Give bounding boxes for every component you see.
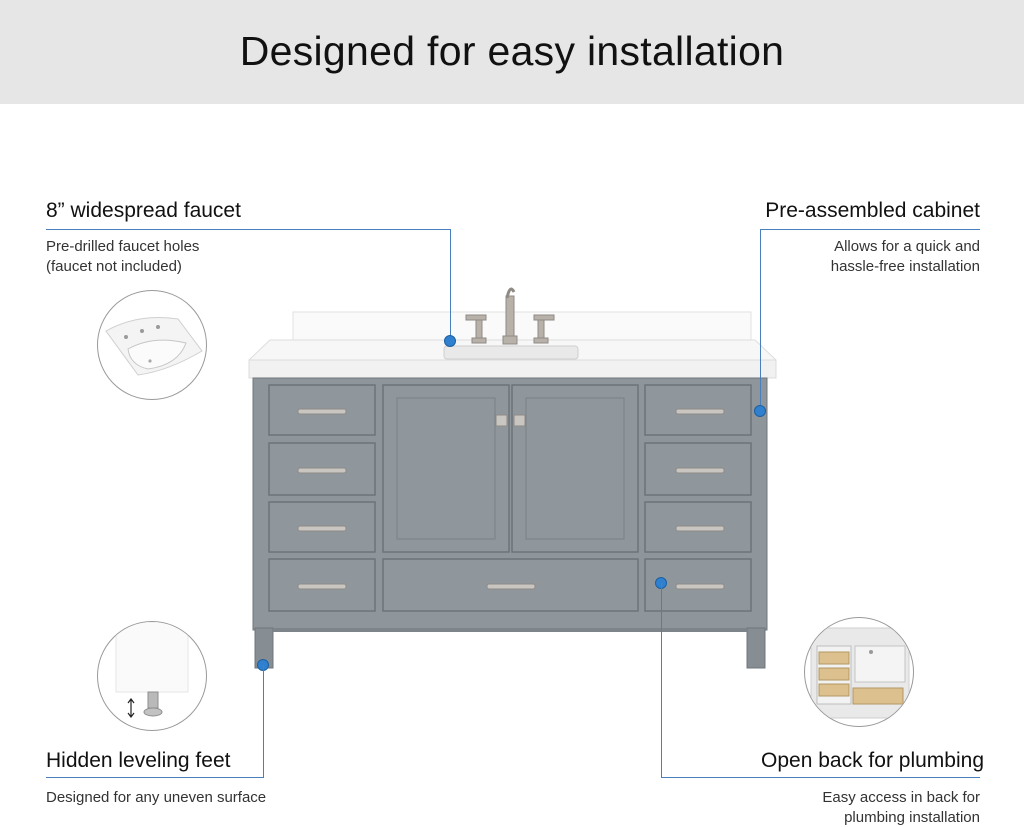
cabinet-marker-dot: [754, 405, 766, 417]
faucet-leader-drop: [450, 229, 451, 341]
plumbing-feature-title: Open back for plumbing: [761, 749, 984, 772]
feet-leader-drop: [263, 665, 264, 778]
page-title: Designed for easy installation: [239, 28, 785, 74]
faucet-feature-desc: Pre-drilled faucet holes (faucet not inc…: [46, 238, 200, 275]
plumbing-leader-drop: [661, 583, 662, 778]
cabinet-leader-line: [760, 229, 980, 230]
feet-feature-title: Hidden leveling feet: [46, 749, 231, 772]
faucet-marker-dot: [444, 335, 456, 347]
faucet-feature-title: 8” widespread faucet: [46, 199, 241, 222]
leveling-foot-detail-icon: [97, 621, 207, 731]
cabinet-feature-title: Pre-assembled cabinet: [765, 199, 980, 222]
cabinet-feature-desc: Allows for a quick and hassle-free insta…: [830, 238, 980, 275]
cabinet-leader-drop: [760, 229, 761, 407]
faucet: [465, 287, 555, 345]
feet-leader-line: [46, 777, 264, 778]
faucet-leader-line: [46, 229, 450, 230]
faucet-holes-detail-icon: [97, 290, 207, 400]
feet-feature-desc: Designed for any uneven surface: [46, 789, 267, 806]
open-back-detail-icon: [804, 617, 914, 727]
plumbing-leader-line: [661, 777, 980, 778]
plumbing-feature-desc: Easy access in back for plumbing install…: [822, 789, 980, 826]
title-banner: Designed for easy installation: [0, 0, 1024, 104]
